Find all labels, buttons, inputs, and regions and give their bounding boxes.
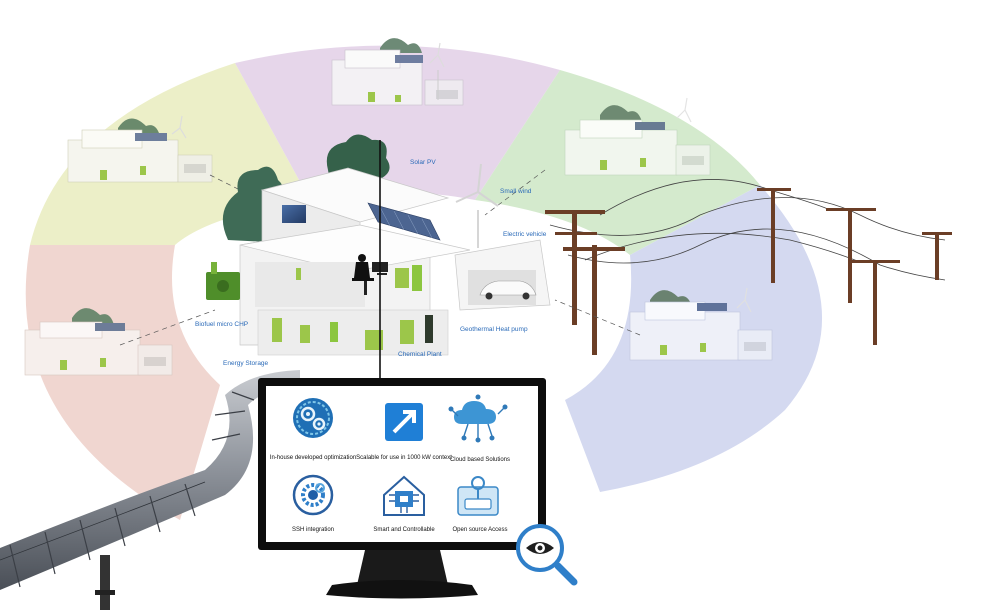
tile-label-smart: Smart and Controllable: [373, 527, 435, 533]
ring-house-lower-left: [24, 308, 173, 376]
utility-pole-4: [826, 208, 876, 303]
tile-label-scalable: Scalable for use in 1000 kW context: [356, 455, 452, 461]
label-small-wind: Small wind: [500, 188, 532, 195]
tile-label-cloud: Cloud based Solutions: [449, 457, 511, 463]
label-biofuel-micro-chp: Biofuel micro CHP: [195, 321, 248, 328]
tile-label-open-source: Open source Access: [452, 527, 508, 533]
label-chemical-plant: Chemical Plant: [398, 351, 442, 358]
pipeline: [0, 370, 300, 610]
monitor-base: [326, 580, 478, 599]
label-solar-pv: Solar PV: [410, 159, 436, 166]
label-electric-vehicle: Electric vehicle: [503, 231, 547, 238]
ring-segment-pink: [25, 245, 220, 520]
utility-pole-6: [922, 232, 952, 280]
ring-house-top: [331, 38, 464, 106]
utility-pole-3: [757, 188, 791, 283]
utility-pole-1: [545, 210, 605, 325]
magnifier-eye-icon: [516, 524, 578, 586]
ring-house-right: [629, 287, 773, 361]
ring-house-upper-right: [564, 97, 711, 176]
expand-arrow-icon: [385, 403, 423, 441]
ring-house-upper-left: [67, 115, 213, 183]
label-geothermal-heat-pump: Geothermal Heat pump: [460, 326, 528, 333]
power-lines: [549, 179, 946, 281]
tile-label-optimization: In-house developed optimization: [269, 455, 357, 461]
utility-pole-5: [852, 260, 900, 345]
gears-circle-icon: [293, 398, 333, 438]
label-energy-storage: Energy Storage: [223, 360, 269, 367]
gear-cog-icon: [292, 474, 334, 516]
open-source-icon: [457, 476, 499, 516]
utility-pole-2: [563, 245, 625, 355]
ring-segment-purple: [235, 45, 560, 200]
component-labels: Solar PV Small wind Electric vehicle Bio…: [195, 159, 547, 367]
tile-label-ssh: SSH integration: [291, 527, 335, 533]
cloud-network-icon: [448, 394, 508, 443]
monitor-neck: [357, 550, 448, 585]
smart-home-circuit-icon: [383, 475, 425, 516]
central-house: [206, 134, 551, 356]
